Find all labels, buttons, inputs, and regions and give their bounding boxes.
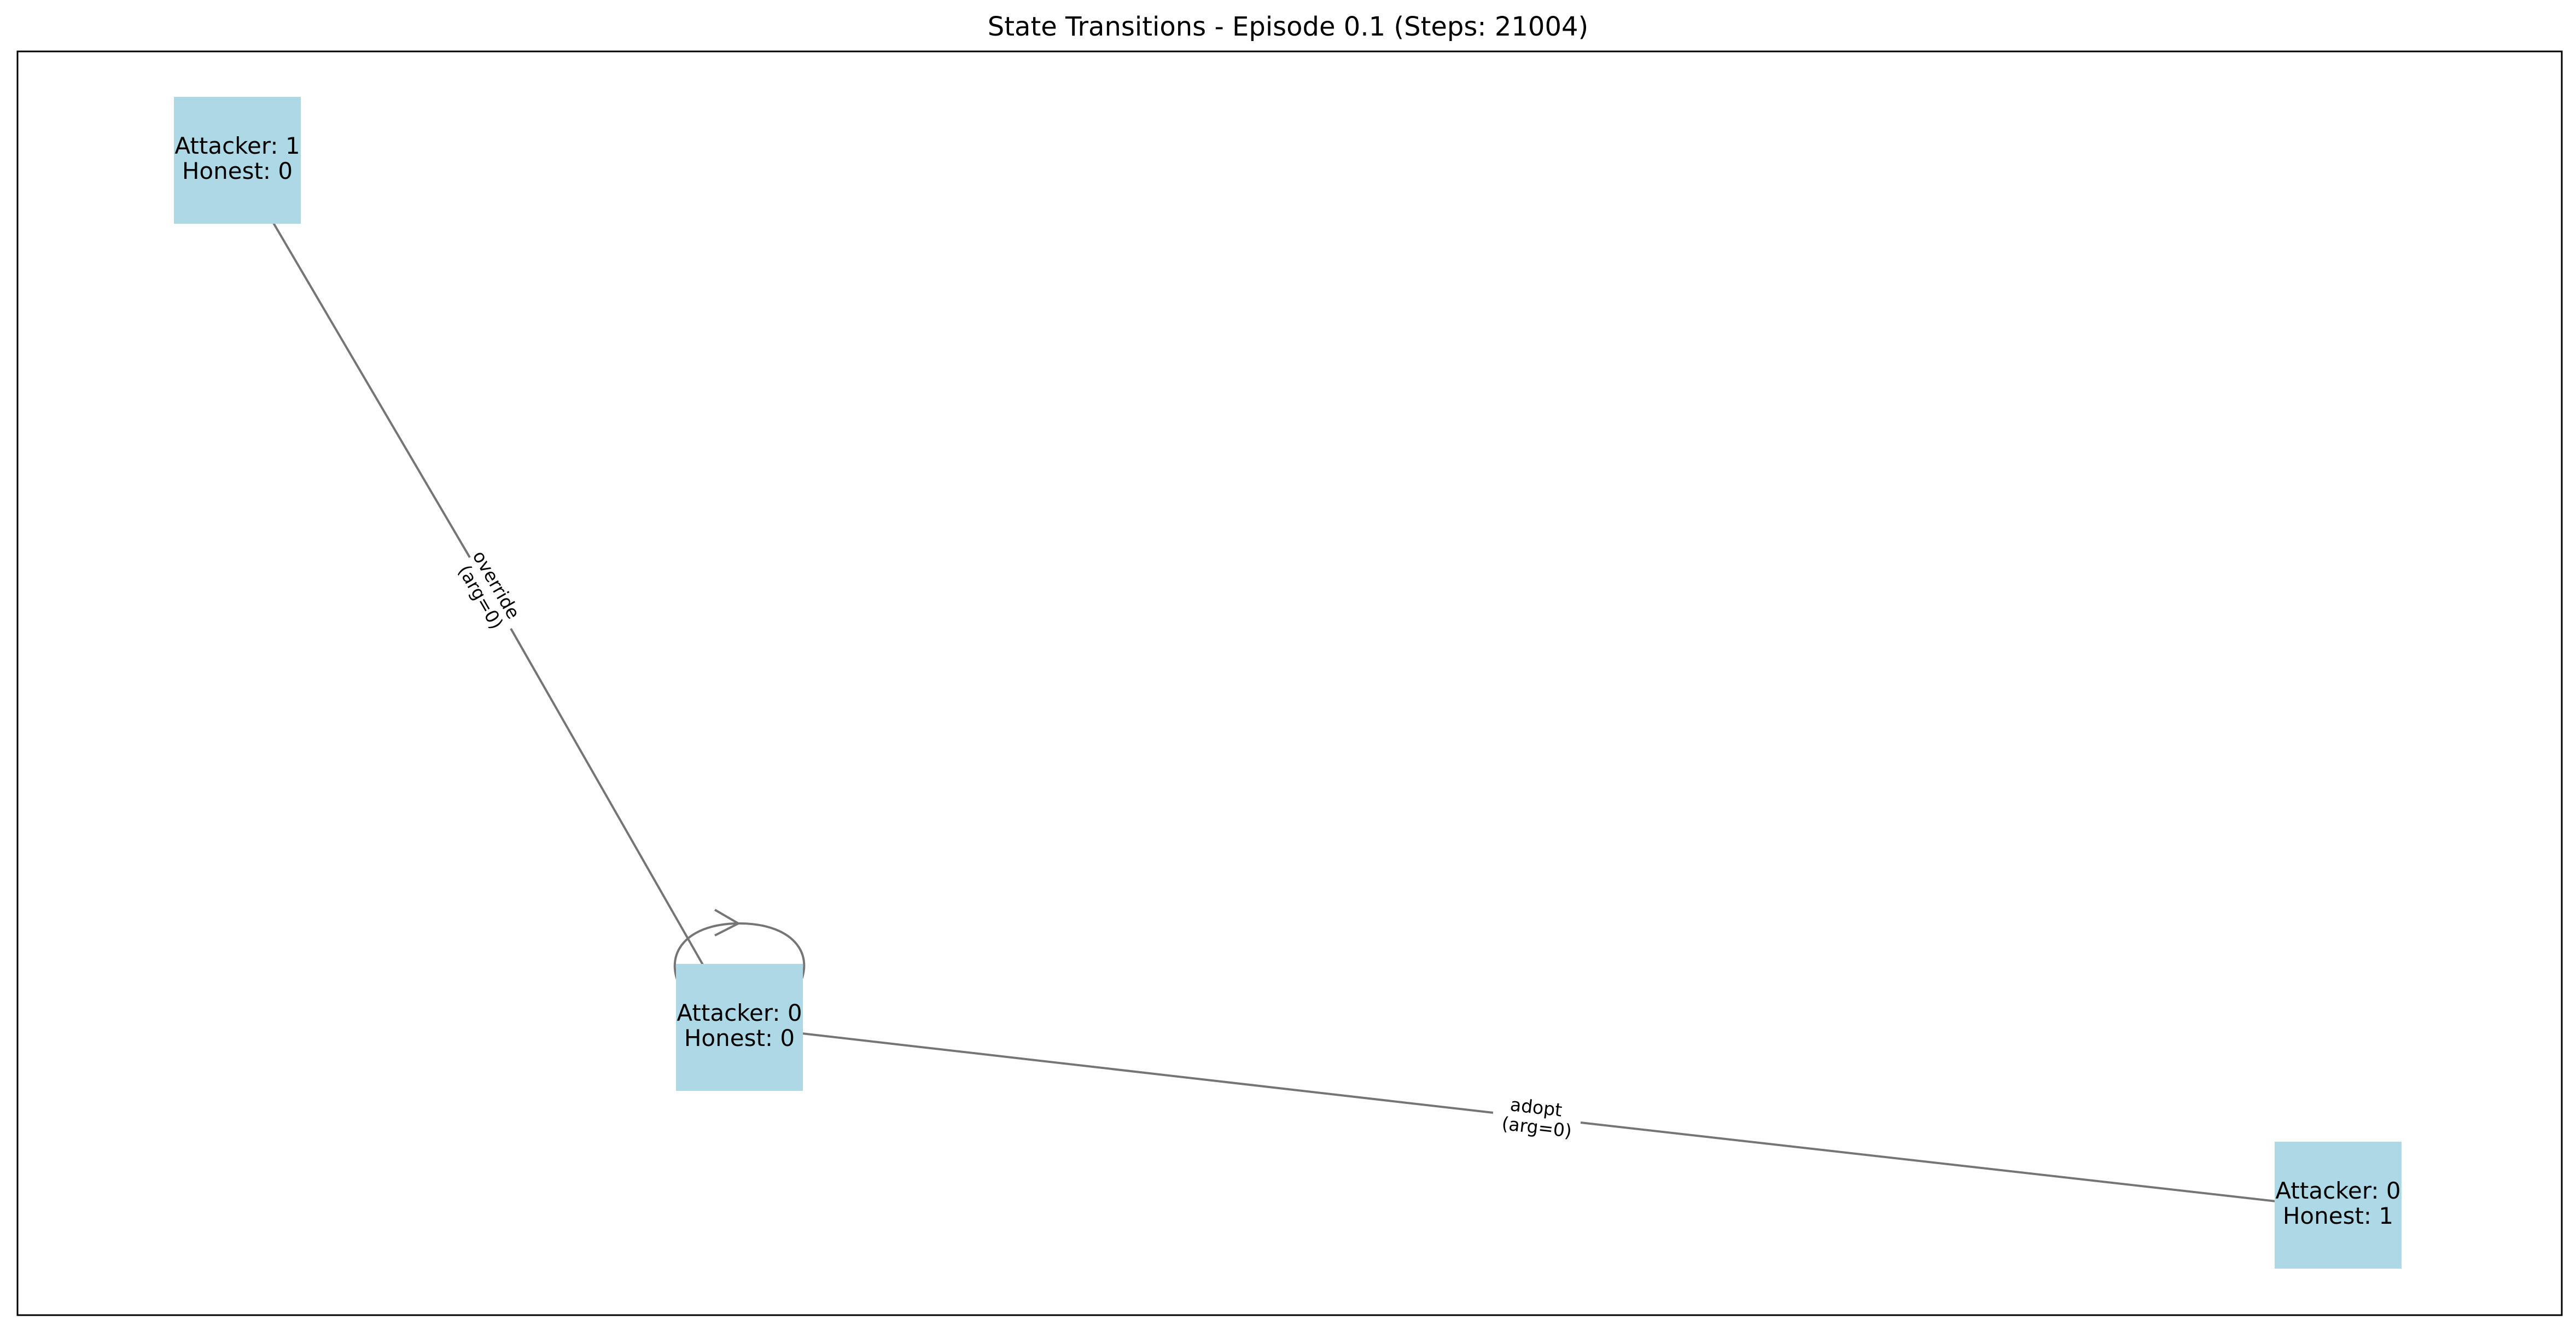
plot-frame xyxy=(16,50,2563,1316)
node-attacker-0-honest-0: Attacker: 0 Honest: 0 xyxy=(676,964,803,1091)
node-box xyxy=(174,97,301,224)
node-label-line1: Attacker: 0 xyxy=(2275,1177,2400,1204)
edge-self-loop xyxy=(673,909,806,997)
node-attacker-1-honest-0: Attacker: 1 Honest: 0 xyxy=(174,97,301,224)
node-label-line2: Honest: 0 xyxy=(182,158,293,184)
node-label-line2: Honest: 0 xyxy=(684,1025,795,1051)
node-box xyxy=(676,964,803,1091)
edge-adopt-label: adopt (arg=0) xyxy=(1501,1093,1575,1142)
diagram-title: State Transitions - Episode 0.1 (Steps: … xyxy=(988,11,1589,42)
edge-adopt-segment-2 xyxy=(1580,1121,2277,1202)
node-label-line1: Attacker: 1 xyxy=(174,132,300,159)
node-label-line1: Attacker: 0 xyxy=(677,999,802,1026)
edge-adopt: adopt (arg=0) xyxy=(801,1032,2277,1202)
edge-override-label: override (arg=0) xyxy=(451,547,527,637)
self-loop-arrowhead xyxy=(714,909,741,937)
edge-override: override (arg=0) xyxy=(272,221,704,966)
node-label-line2: Honest: 1 xyxy=(2283,1202,2393,1229)
edge-adopt-label-line2: (arg=0) xyxy=(1501,1113,1573,1142)
edge-adopt-segment-1 xyxy=(801,1032,1494,1114)
edge-override-segment-1 xyxy=(272,221,471,559)
node-attacker-0-honest-1: Attacker: 0 Honest: 1 xyxy=(2275,1142,2402,1269)
edge-override-segment-2 xyxy=(510,628,704,966)
node-box xyxy=(2275,1142,2402,1269)
